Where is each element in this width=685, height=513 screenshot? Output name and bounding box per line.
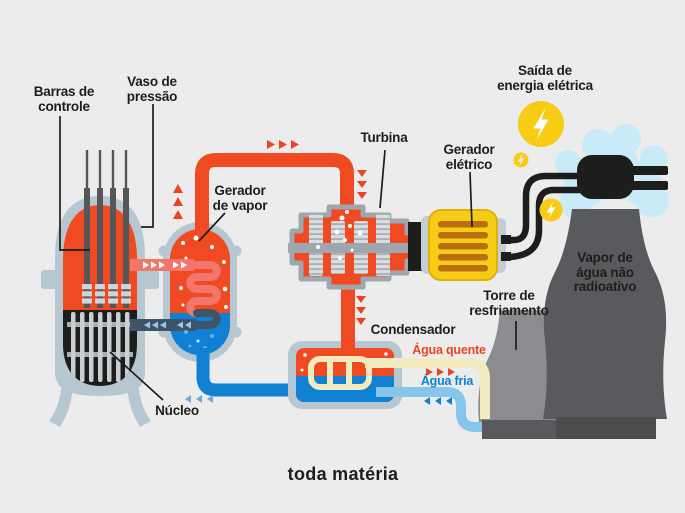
turbine-steam-dots xyxy=(316,210,363,260)
hot-water-arrows xyxy=(426,368,455,376)
electric-generator xyxy=(408,209,511,281)
exhaust-steam-arrows xyxy=(356,296,366,325)
steam-bubbles xyxy=(179,235,228,309)
steam-pipe xyxy=(195,153,354,235)
control-rods xyxy=(84,150,129,308)
power-cable xyxy=(502,172,583,244)
condensate-return-pipe xyxy=(196,348,294,397)
shaft-coupling xyxy=(408,222,424,271)
plug-icon xyxy=(577,155,634,199)
condensate-return-arrows xyxy=(185,395,213,403)
label-electric-generator: Gerador elétrico xyxy=(443,142,495,172)
label-hot-water: Água quente xyxy=(412,343,486,357)
power-cable xyxy=(502,186,583,261)
condenser-coil xyxy=(308,356,372,390)
cold-water-arrows xyxy=(424,397,452,405)
label-non-radioactive-vapor: Vapor de água não radioativo xyxy=(573,250,637,294)
label-turbine: Turbina xyxy=(360,130,408,145)
condenser-bubbles xyxy=(300,352,388,372)
power-output xyxy=(502,101,668,261)
control-rod-grippers xyxy=(82,284,131,304)
label-core: Núcleo xyxy=(155,403,199,418)
label-control-rods: Barras de controle xyxy=(33,84,95,114)
turbine xyxy=(288,204,446,290)
label-cold-water: Água fria xyxy=(420,374,474,388)
cold-leg-arrows xyxy=(144,321,191,329)
hot-water-pipe xyxy=(365,358,490,419)
generator-coils xyxy=(438,221,488,272)
leader-lines xyxy=(59,104,517,401)
heat-exchanger-coil-cold xyxy=(188,309,221,329)
label-pressure-vessel: Vaso de pressão xyxy=(126,74,178,104)
turbine-shaft xyxy=(288,243,446,253)
tower-base-small xyxy=(482,420,568,439)
vessel-nozzle-left xyxy=(41,270,57,289)
steam-flow-arrows xyxy=(173,140,367,219)
reactor-vessel xyxy=(41,150,159,427)
label-cooling-tower: Torre de resfriamento xyxy=(469,288,549,318)
cooling-tower-large xyxy=(543,209,667,419)
brand-logo: toda matéria xyxy=(287,464,399,484)
vessel-nozzle-right xyxy=(143,270,159,289)
fuel-rods xyxy=(67,312,133,382)
primary-loop xyxy=(130,235,228,350)
label-steam-generator: Gerador de vapor xyxy=(212,183,268,213)
label-power-output: Saída de energia elétrica xyxy=(497,63,593,93)
label-condenser: Condensador xyxy=(370,322,456,337)
cold-water-pipe xyxy=(376,387,497,432)
hot-leg-arrows xyxy=(143,261,187,269)
tower-base-large xyxy=(556,417,656,439)
cooling-water-circuit xyxy=(308,356,497,432)
